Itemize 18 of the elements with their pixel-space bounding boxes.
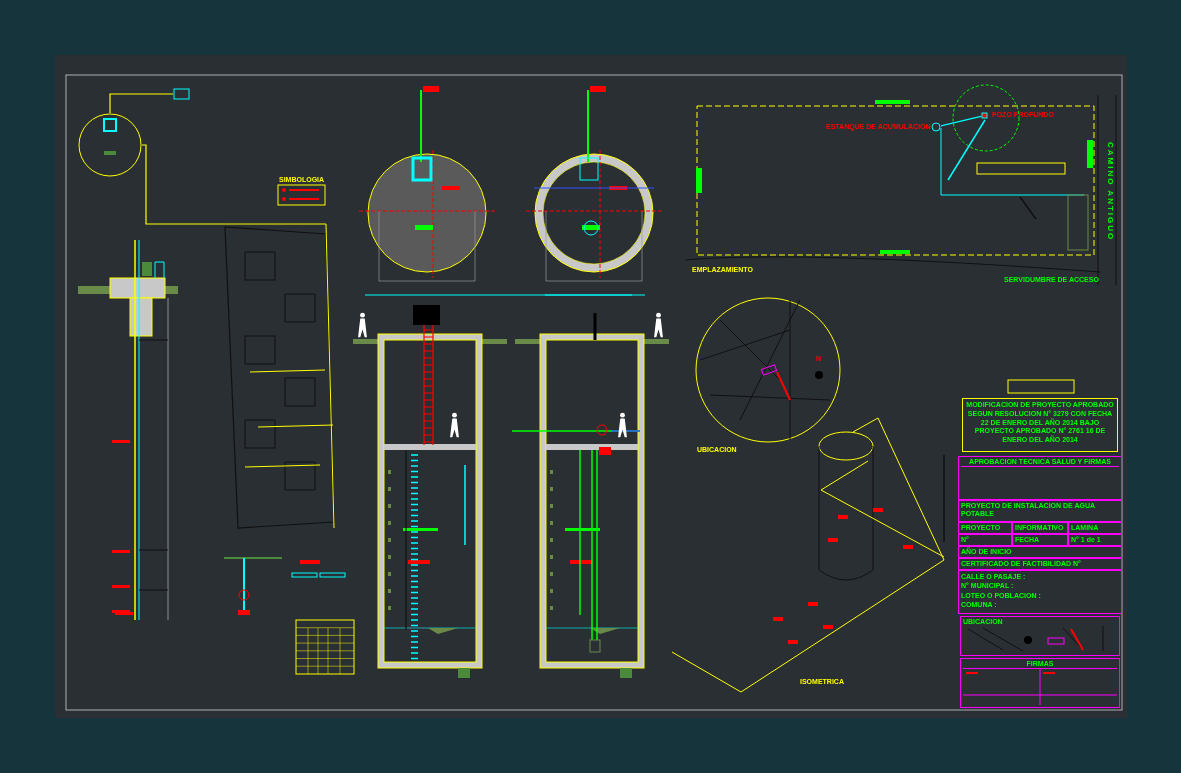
title-block-cell xyxy=(958,456,1122,500)
title-block-cell xyxy=(1012,534,1068,546)
approval-note-box xyxy=(962,398,1118,452)
title-block-cell xyxy=(958,558,1122,570)
title-block-cell xyxy=(1068,534,1122,546)
title-block-cell xyxy=(958,500,1122,522)
title-block-cell xyxy=(1012,522,1068,534)
title-block-cell xyxy=(1068,522,1122,534)
drawing-label: CAMINO ANTIGUO xyxy=(1106,142,1114,242)
title-block-cell xyxy=(958,546,1122,558)
title-block-cell xyxy=(958,570,1122,614)
pipe-line xyxy=(940,115,982,127)
title-block-cell xyxy=(958,534,1012,546)
pipe-line xyxy=(109,93,174,114)
title-block-cell xyxy=(958,522,1012,534)
title-block-cell xyxy=(960,658,1120,708)
title-block-cell xyxy=(960,616,1120,656)
pipe-line xyxy=(141,144,223,225)
